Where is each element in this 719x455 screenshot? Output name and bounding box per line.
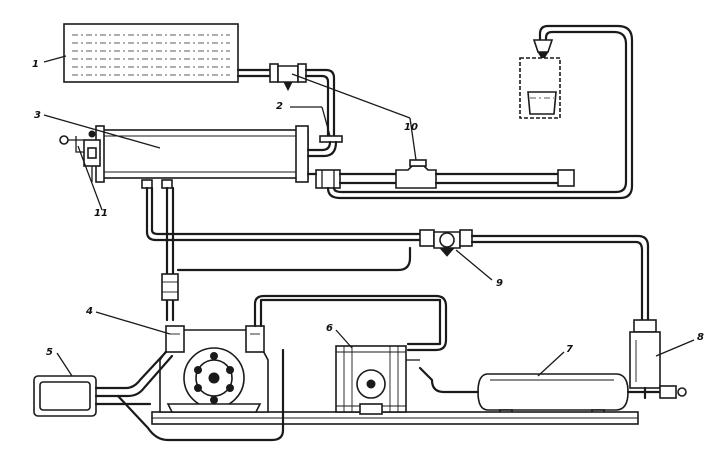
label-2: 2 <box>276 101 283 112</box>
liquid-receiver <box>629 319 661 400</box>
label-1: 1 <box>32 59 39 70</box>
label-8: 8 <box>697 332 704 343</box>
number-labels: 1 2 3 4 5 6 7 8 9 10 11 <box>32 59 704 358</box>
base-frame <box>151 411 639 425</box>
tank-outlet-pipe <box>236 63 336 142</box>
condenser-water-line <box>306 24 634 200</box>
label-3: 3 <box>34 110 41 121</box>
leader-lines <box>43 55 695 377</box>
discharge-line <box>116 294 448 442</box>
water-tank <box>63 23 239 83</box>
label-7: 7 <box>566 344 573 355</box>
electric-motor <box>335 345 420 415</box>
compressor <box>159 325 269 413</box>
label-11: 11 <box>94 208 108 219</box>
drain-cup <box>519 39 561 119</box>
label-6: 6 <box>326 323 333 334</box>
condenser <box>95 125 343 183</box>
label-5: 5 <box>46 347 53 358</box>
pressure-relay <box>59 130 101 182</box>
control-box <box>33 350 174 417</box>
label-9: 9 <box>496 278 503 289</box>
label-10: 10 <box>404 122 418 133</box>
horizontal-receiver <box>418 366 687 419</box>
refrigerant-lines <box>141 179 650 322</box>
label-4: 4 <box>85 306 93 317</box>
